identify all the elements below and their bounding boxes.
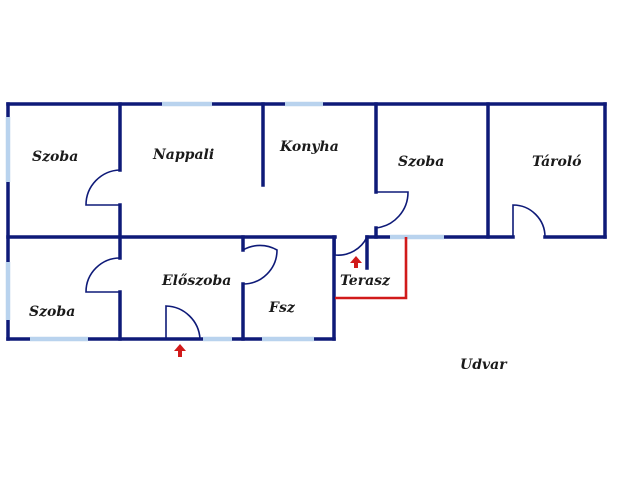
windows (5, 101, 444, 342)
room-label-szoba-top-mid: Szoba (398, 154, 444, 170)
room-label-szoba-top-left: Szoba (32, 149, 78, 165)
room-label-konyha: Konyha (279, 139, 339, 155)
room-label-terasz: Terasz (340, 273, 391, 289)
room-label-tarolo: Tároló (532, 154, 582, 170)
room-label-fsz: Fsz (268, 300, 296, 316)
room-label-szoba-bottom-left: Szoba (29, 304, 75, 320)
entrance-arrow-terrace (350, 256, 362, 268)
entrance-arrow-main (174, 344, 186, 357)
room-label-nappali: Nappali (152, 147, 214, 163)
terrace-outline (335, 237, 408, 300)
room-label-eloszoba: Előszoba (161, 273, 231, 289)
doors (85, 169, 546, 340)
room-label-udvar: Udvar (460, 357, 508, 373)
